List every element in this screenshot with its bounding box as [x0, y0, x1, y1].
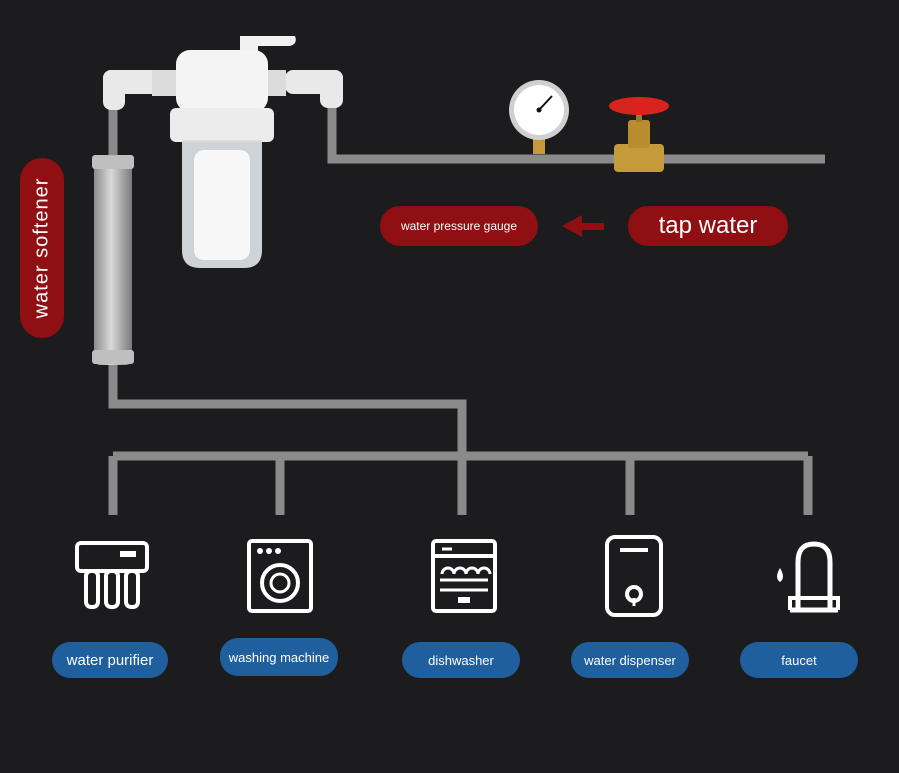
appliance-label-water-dispenser: water dispenser — [571, 642, 689, 678]
inlet-pipe — [327, 82, 825, 164]
appliance-label-text: faucet — [781, 652, 817, 668]
appliance-label-text: washing machine — [228, 649, 330, 665]
water-dispenser-icon — [605, 535, 663, 617]
appliance-label-text: water dispenser — [584, 652, 676, 668]
faucet-icon — [777, 541, 840, 613]
softener-cylinder — [92, 155, 134, 365]
dishwasher-icon — [431, 539, 497, 613]
water-softener-label: water softener — [20, 158, 64, 338]
appliance-label-faucet: faucet — [740, 642, 858, 678]
softener-outlet-pipe — [108, 360, 467, 456]
arrow-left-icon — [562, 215, 604, 237]
pre-filter — [152, 36, 296, 268]
water-pressure-gauge-text: water pressure gauge — [400, 219, 518, 233]
tap-water-label: tap water — [628, 206, 788, 246]
water-softener-text: water softener — [30, 177, 53, 319]
washing-machine-icon — [247, 539, 313, 613]
tap-water-text: tap water — [658, 212, 758, 239]
water-purifier-icon — [75, 541, 149, 609]
appliance-label-water-purifier: water purifier — [52, 642, 168, 678]
appliance-label-washing-machine: washing machine — [220, 638, 338, 676]
pipe-fittings — [103, 70, 343, 110]
pressure-gauge — [509, 80, 569, 154]
appliance-label-text: water purifier — [66, 651, 154, 669]
gate-valve — [609, 97, 669, 172]
appliance-label-dishwasher: dishwasher — [402, 642, 520, 678]
water-pressure-gauge-label: water pressure gauge — [380, 206, 538, 246]
appliance-label-text: dishwasher — [428, 652, 494, 668]
